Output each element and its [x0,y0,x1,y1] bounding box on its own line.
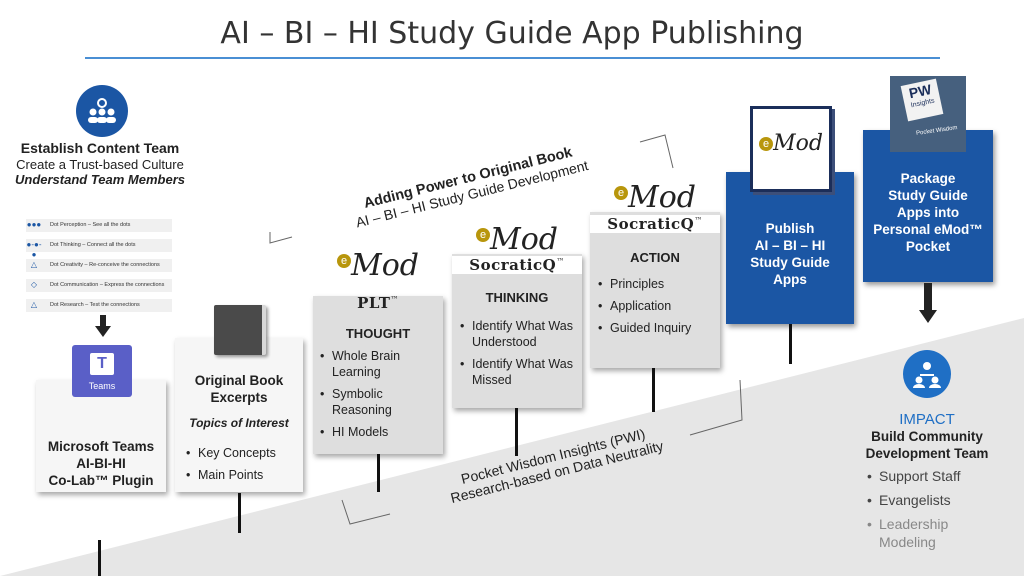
plt-brand: PLT™ [357,294,399,312]
connector-action [652,368,655,412]
list-item: Application [598,298,716,314]
community-icon [903,350,951,398]
page-title: AI – BI – HI Study Guide App Publishing [220,16,804,51]
publish-line1: Publish [765,221,815,236]
teams-line1: Microsoft Teams [47,439,155,454]
connector-book [238,493,241,533]
thinking-brand: SocraticQ™ [452,256,582,274]
list-item: Symbolic Reasoning [320,386,438,418]
dots-row-thinking: ●-●-● Dot Thinking – Connect all the dot… [26,239,172,259]
action-bullets: Principles Application Guided Inquiry [598,276,716,342]
teams-icon-label: Teams [88,381,116,391]
teams-card [36,380,166,492]
package-card [863,130,993,282]
book-title-line2: Excerpts [210,390,268,405]
package-line3: Apps into [896,205,960,220]
list-item: Whole Brain Learning [320,348,438,380]
action-heading: ACTION [630,250,680,265]
dots-thinking-icon: ●-●-● [26,240,42,259]
emod-e-icon: e [476,228,490,242]
emod-e-icon: e [614,186,628,200]
book-title-line1: Original Book [194,373,284,388]
bracket-left-bottom [341,499,391,525]
list-item: Identify What Was Missed [460,356,578,388]
impact-bullets: Support Staff Evangelists Leadership Mod… [867,467,1007,557]
dots-row-research: △ Dot Research – Test the connections [26,299,172,312]
bracket-right-top [639,134,674,169]
connector-plt [377,454,380,492]
down-arrow-right [919,283,937,323]
list-item: Guided Inquiry [598,320,716,336]
plt-bullets: Whole Brain Learning Symbolic Reasoning … [320,348,438,446]
establish-title: Establish Content Team [20,140,180,156]
dots-row-perception: ●●● Dot Perception – See all the dots [26,219,172,232]
dots-communication-icon: ◇ [30,280,38,289]
thinking-heading: THINKING [485,290,549,305]
teams-line2: AI-BI-HI [76,456,126,471]
dots-row-communication: ◇ Dot Communication – Express the connec… [26,279,172,292]
connector-teams [98,540,101,576]
connector-thinking [515,408,518,456]
dots-creativity-icon: △ [30,260,38,269]
list-item: Main Points [186,467,298,483]
list-item: Key Concepts [186,445,298,461]
thinking-bullets: Identify What Was Understood Identify Wh… [460,318,578,394]
emod-e-icon: e [337,254,351,268]
list-item: Leadership Modeling [867,515,1007,551]
list-item: Evangelists [867,491,1007,509]
impact-line1: Build Community [871,429,983,444]
list-item: Identify What Was Understood [460,318,578,350]
book-subtitle: Topics of Interest [189,416,289,430]
list-item: Principles [598,276,716,292]
package-line4: Personal eMod™ [873,222,983,237]
establish-line2: Create a Trust-based Culture [16,157,184,172]
pw-thumb-foot: Pocket Wisdom [915,125,958,137]
pw-insights-thumbnail: PW Insights Pocket Wisdom [890,76,966,152]
teams-icon: T Teams [72,345,132,397]
publish-line4: Apps [773,272,807,287]
list-item: HI Models [320,424,438,440]
impact-line2: Development Team [865,446,989,461]
teams-line3: Co-Lab™ Plugin [48,473,154,488]
package-line2: Study Guide [888,188,968,203]
publish-line2: AI – BI – HI [754,238,826,253]
publish-card [726,172,854,324]
title-rule [85,57,940,59]
book-bullets: Key Concepts Main Points [186,445,298,489]
dots-row-creativity: △ Dot Creativity – Re-conceive the conne… [26,259,172,272]
package-line1: Package [900,171,956,186]
plt-heading: THOUGHT [345,326,411,341]
list-item: Support Staff [867,467,1007,485]
down-arrow-left [95,315,111,337]
book-icon [214,305,266,355]
connector-publish [789,324,792,364]
dots-perception-icon: ●●● [26,220,42,229]
package-line5: Pocket [905,239,951,254]
bracket-left-top [269,232,293,244]
action-brand: SocraticQ™ [590,215,720,233]
establish-line3: Understand Team Members [14,172,185,187]
publish-line3: Study Guide [750,255,830,270]
impact-heading: IMPACT [899,411,955,428]
bracket-right-bottom [689,379,743,436]
team-icon [76,85,128,137]
dots-research-icon: △ [30,300,38,309]
